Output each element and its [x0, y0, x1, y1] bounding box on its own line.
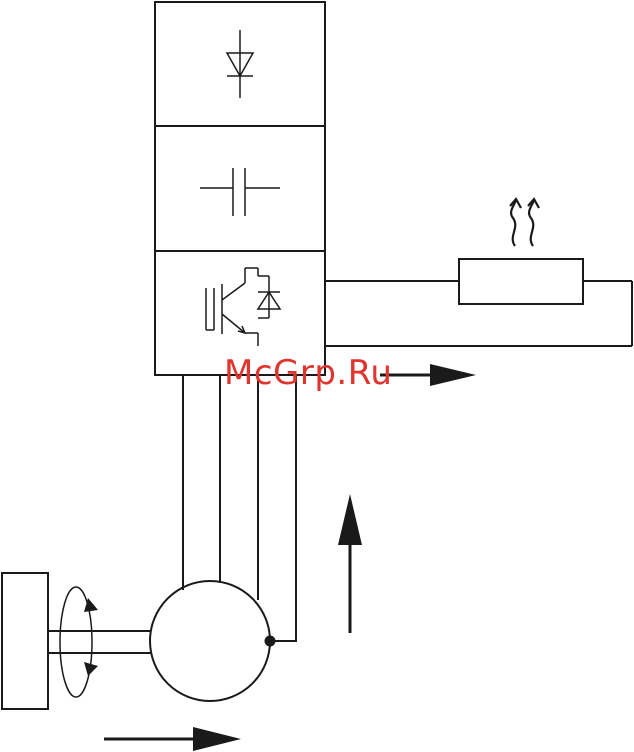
igbt-transistor-icon: [206, 268, 280, 346]
motor-shaft: [48, 631, 151, 653]
capacitor-icon: [200, 168, 280, 216]
braking-resistor: [325, 259, 632, 346]
rotation-arrows-icon: [60, 587, 98, 697]
resistor-body: [459, 259, 583, 304]
diode-icon: [227, 30, 253, 98]
dc-link-block: [155, 126, 325, 251]
motor-circle-icon: [150, 581, 275, 701]
load-flywheel: [2, 573, 48, 709]
heat-waves-icon: [510, 199, 539, 246]
power-flow-arrow-up: [338, 494, 362, 633]
watermark-text: McGrp.Ru: [224, 356, 392, 390]
power-flow-arrow-bottom: [104, 727, 241, 751]
power-flow-arrow-right: [380, 364, 476, 386]
motor-cables: [183, 375, 296, 641]
